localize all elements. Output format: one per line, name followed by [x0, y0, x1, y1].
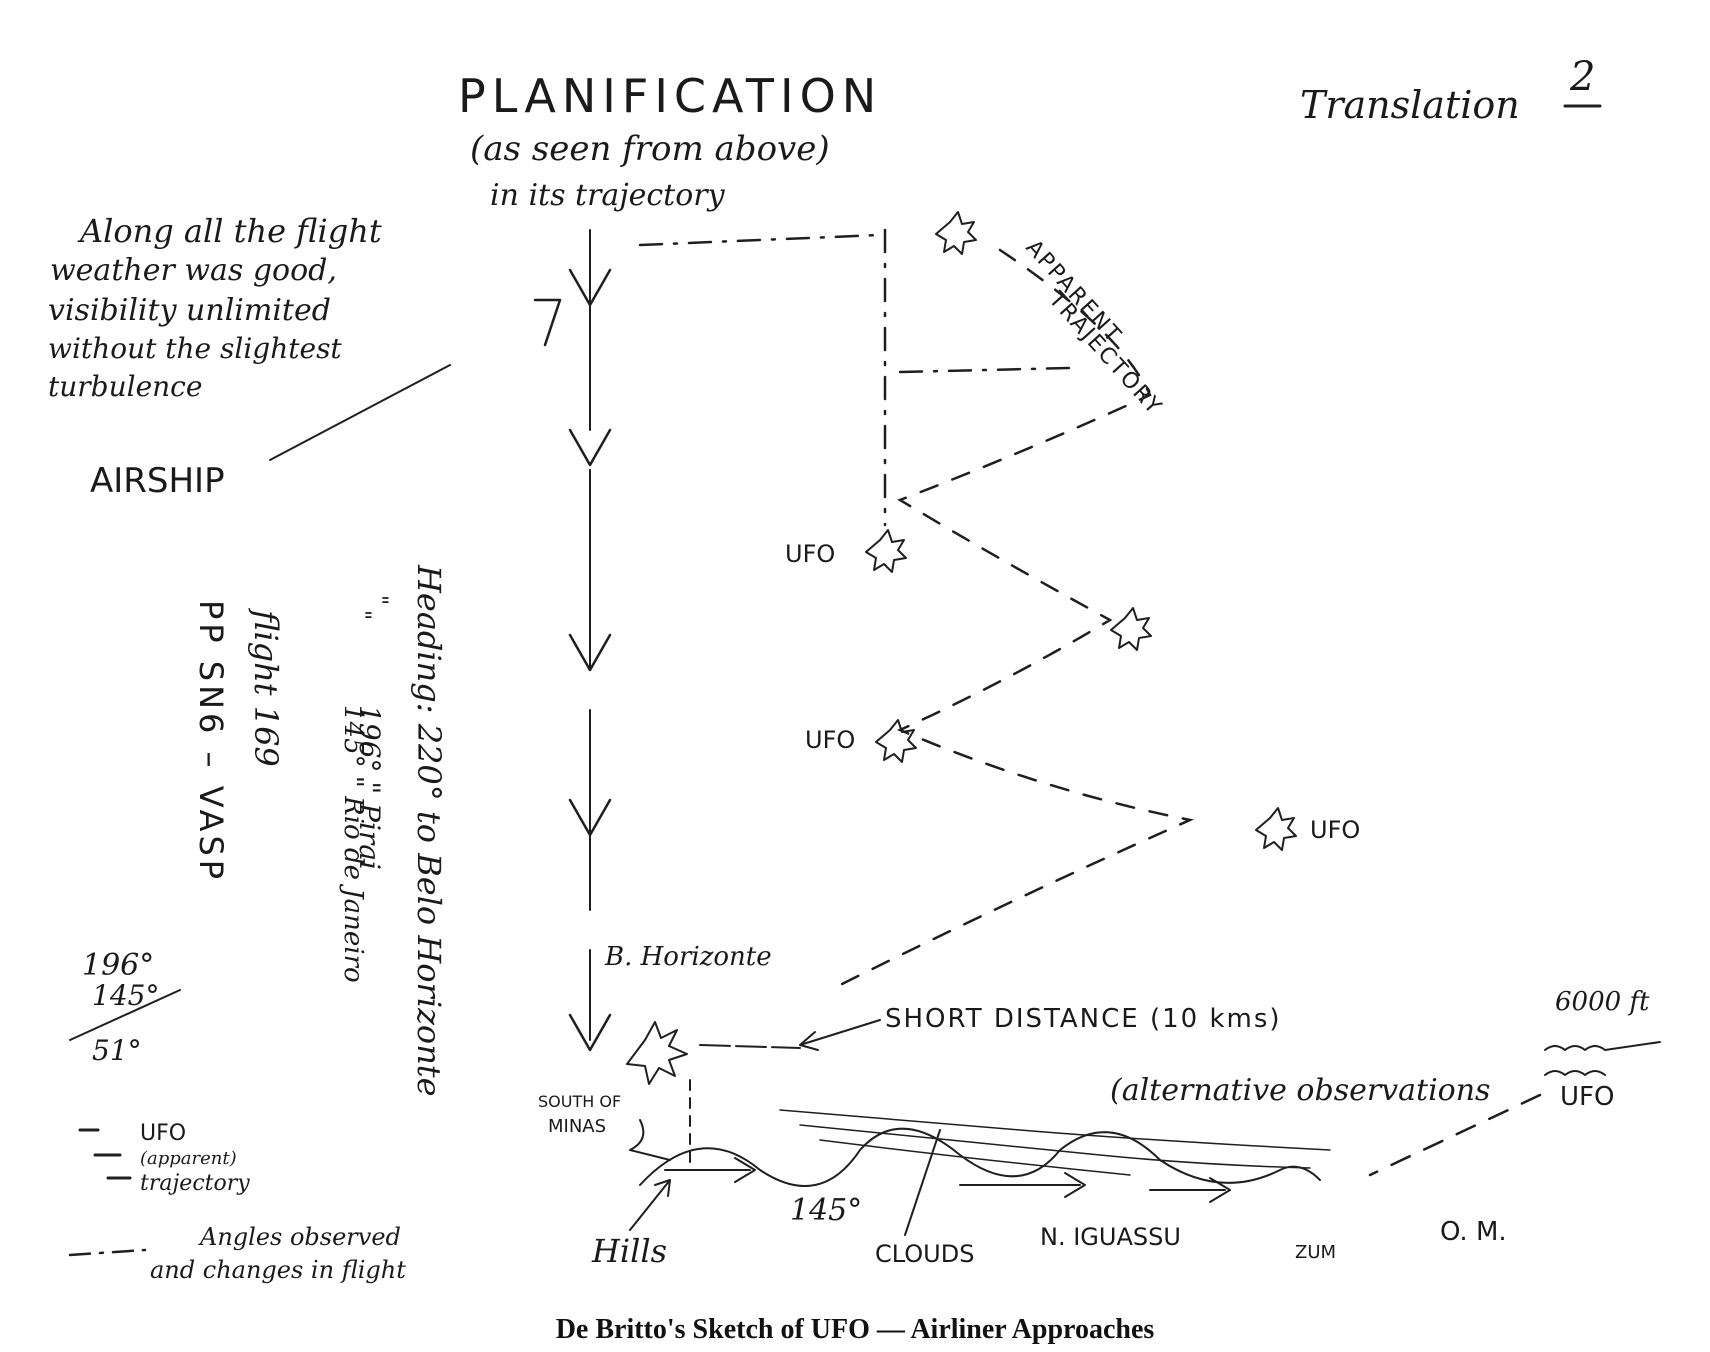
short-distance-label: SHORT DISTANCE (10 kms) [885, 1004, 1282, 1034]
legend-angles-label-2: and changes in flight [150, 1256, 406, 1284]
legend-trajectory-label: trajectory [140, 1171, 250, 1196]
ufo-star-2 [865, 529, 907, 573]
cloud-line-4 [819, 1139, 1131, 1176]
weather-note-line-5: turbulence [48, 370, 202, 403]
sketch-subtitle-2: in its trajectory [490, 178, 726, 213]
sketch-subtitle-1: (as seen from above) [470, 129, 830, 169]
angle-line-middle [898, 366, 1072, 374]
angle-line-top [638, 233, 882, 247]
ufo-label-1: UFO [785, 540, 835, 568]
flight-info-group: PP SN6 – VASP [192, 600, 230, 883]
minas-label: MINAS [548, 1116, 606, 1137]
south-of-minas-arrow [629, 1119, 671, 1161]
altitude-cloud-mark [1544, 1041, 1661, 1051]
path-arrow-2 [568, 428, 612, 467]
heading-line-3: 145° " Rio de Janeiro [338, 705, 368, 983]
page-number: 2 [1569, 54, 1595, 100]
weather-note-line-4: without the slightest [48, 332, 342, 365]
seven-mark [533, 298, 562, 347]
heading-ditto-2: " [366, 595, 391, 605]
weather-note-line-2: weather was good, [50, 253, 337, 288]
altitude-label: 6000 ft [1555, 987, 1650, 1017]
heading-ditto-1: " [349, 610, 374, 620]
ufo-right-label: UFO [1560, 1082, 1614, 1112]
weather-note-line-3: visibility unlimited [48, 293, 331, 328]
south-of-label: SOUTH OF [538, 1092, 621, 1111]
ufo-star-4 [875, 719, 917, 763]
airship-pointer-line [269, 364, 451, 461]
ufo-label-3: UFO [1310, 816, 1360, 844]
b-horizonte-label: B. Horizonte [604, 942, 772, 972]
ufo-apparent-trajectory [828, 248, 1195, 992]
airship-label: AIRSHIP [90, 461, 225, 501]
trajectory-label: TRAJECTORY [1043, 287, 1167, 421]
ufo-star-5 [1255, 807, 1297, 851]
ufo-star-1 [935, 211, 977, 255]
cloud-line-2 [779, 1109, 1331, 1151]
heading-line-1: Heading: 220° to Belo Horizonte [410, 564, 448, 1097]
short-distance-arrow [799, 1019, 881, 1046]
ufo-star-close [626, 1021, 688, 1085]
ufo-label-2: UFO [805, 726, 855, 754]
n-iguassu-label: N. IGUASSU [1040, 1223, 1181, 1251]
heading-line-2: 196° " Pirai [353, 705, 386, 870]
cloud-line-1 [639, 1127, 1321, 1187]
path-arrow-4 [568, 798, 612, 837]
flight-number: flight 169 [247, 608, 285, 767]
ufo-star-3 [1110, 607, 1152, 651]
path-arrow-1 [568, 268, 612, 307]
calc-51: 51° [92, 1034, 142, 1067]
legend-angles-label-1: Angles observed [198, 1223, 401, 1251]
sketch-title: PLANIFICATION [458, 69, 882, 123]
zum-label: ZUM [1295, 1242, 1336, 1263]
path-arrow-5 [568, 1013, 612, 1052]
cloud-line-3 [799, 1124, 1311, 1169]
weather-note-line-1: Along all the flight [77, 212, 382, 250]
heading-145-label: 145° [790, 1193, 862, 1228]
legend-apparent-label: (apparent) [140, 1148, 237, 1169]
figure-caption: De Britto's Sketch of UFO — Airliner App… [556, 1314, 1155, 1345]
calc-line [69, 989, 181, 1041]
path-arrow-3 [568, 633, 612, 672]
hills-label: Hills [591, 1232, 667, 1270]
legend-angles-line [68, 1248, 147, 1257]
ufo-right-trajectory [1368, 1093, 1542, 1177]
calc-145: 145° [92, 979, 159, 1012]
translation-label: Translation [1300, 83, 1520, 127]
om-label: O. M. [1440, 1217, 1507, 1247]
clouds-label: CLOUDS [875, 1240, 974, 1268]
clouds-pointer [904, 1129, 941, 1236]
flight-registration: PP SN6 – VASP [192, 600, 230, 883]
alternative-observations-label: (alternative observations [1110, 1073, 1490, 1108]
calc-196: 196° [82, 948, 154, 983]
legend-ufo-label: UFO [140, 1121, 186, 1146]
hills-pointer [629, 1179, 671, 1231]
